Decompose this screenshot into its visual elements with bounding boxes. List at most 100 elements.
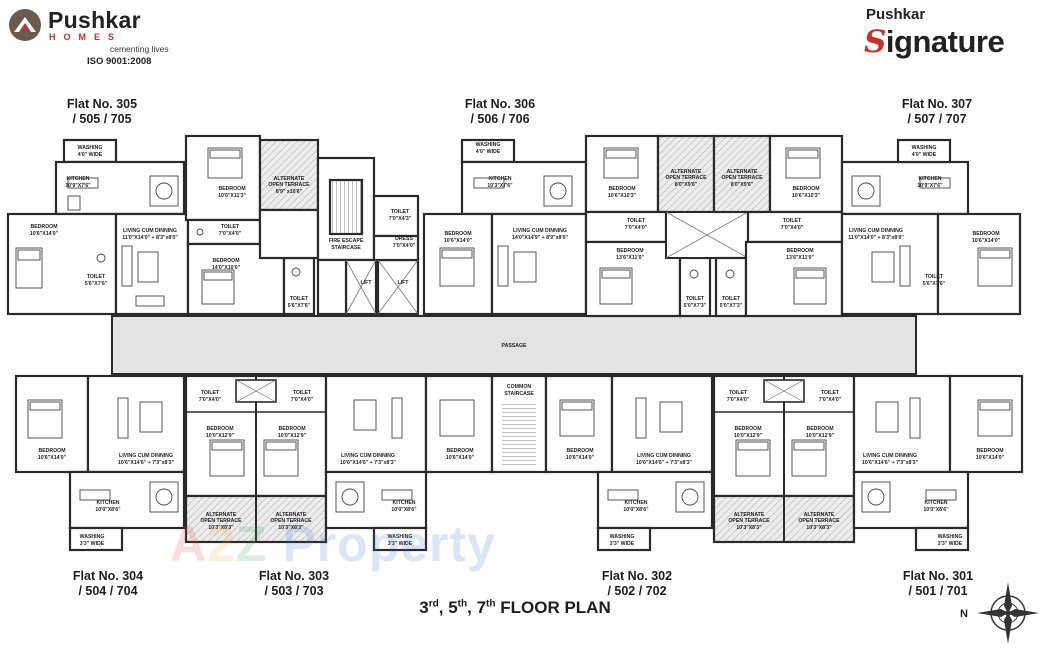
- room-dim: 10'3"X7'6": [487, 183, 513, 189]
- room-dim: 7'0"X4'0": [291, 397, 314, 403]
- room-dim: 13'6"X11'0": [616, 255, 644, 261]
- room-label: TOILET: [391, 209, 410, 215]
- room-label: BEDROOM: [566, 448, 593, 454]
- room-dim: 7'0"X4'0": [625, 225, 648, 231]
- flat-306-furniture: [439, 147, 699, 305]
- room-label: OPEN TERRACE: [721, 175, 763, 181]
- flat-301-furniture: [861, 397, 1013, 513]
- flat-305-furniture: [15, 147, 301, 307]
- room-label: LIVING CUM DINNING: [341, 453, 395, 459]
- passage: [111, 315, 917, 375]
- room-label: OPEN TERRACE: [200, 518, 242, 524]
- room-dim: 3'3" WIDE: [610, 541, 635, 547]
- room-dim: 10'0"X8'6": [623, 507, 649, 513]
- room-label: BEDROOM: [278, 426, 305, 432]
- room-dim: 7'0"X4'0": [393, 243, 416, 249]
- room-dim: 10'9"X7'6": [917, 183, 943, 189]
- core-top: [316, 156, 420, 316]
- room-dim: 10'0"X8'6": [95, 507, 121, 513]
- room-dim: 10'6"X14'0": [566, 455, 595, 461]
- room-dim: 14'0"X14'9" + 8'9"x8'0": [512, 235, 568, 241]
- compass: N: [960, 580, 1044, 648]
- pushkar-signature-logo: Pushkar Signature: [862, 6, 1042, 66]
- room-label: LIVING CUM DINNING: [637, 453, 691, 459]
- room-dim: 5'0"X7'3": [720, 303, 743, 309]
- room-label: WASHING: [476, 142, 501, 148]
- ordinal-suffix: rd: [428, 598, 439, 610]
- room-dim: 10'3"X8'3": [736, 525, 762, 531]
- room-label: WASHING: [938, 534, 963, 540]
- room-label: FIRE ESCAPE: [329, 238, 364, 244]
- room-dim: 5'0"X7'3": [684, 303, 707, 309]
- flat-303-furniture: [209, 397, 413, 513]
- flat-number: Flat No. 304: [72, 569, 144, 583]
- flat-number: Flat No. 307: [901, 97, 973, 111]
- watermark-property: Property: [267, 516, 496, 572]
- room-dim: 7'0"X4'0": [781, 225, 804, 231]
- room-label: ALTERNATE: [276, 512, 307, 518]
- ordinal-suffix: th: [486, 598, 496, 610]
- room-dim: 10'0"X8'6": [923, 507, 949, 513]
- room-label: TOILET: [221, 224, 240, 230]
- room-dim: 10'6"X14'0": [38, 455, 67, 461]
- flat-307-label: Flat No. 307 / 507 / 707: [887, 97, 987, 127]
- flat-sub-numbers: / 503 / 703: [264, 584, 324, 598]
- flat-number: Flat No. 301: [902, 569, 974, 583]
- room-dim: 13'6"X11'0": [786, 255, 814, 261]
- room-dim: 5'6"X7'6": [288, 303, 311, 309]
- flat-sub-numbers: / 502 / 702: [607, 584, 667, 598]
- room-label: LIVING CUM DINNING: [863, 453, 917, 459]
- flat-sub-numbers: / 504 / 704: [78, 584, 138, 598]
- room-dim: 10'0"X12'9": [806, 433, 835, 439]
- room-label: OPEN TERRACE: [270, 518, 312, 524]
- room-label: OPEN TERRACE: [268, 182, 310, 188]
- room-dim: 4'0" WIDE: [78, 152, 103, 158]
- room-dim: 4'0" WIDE: [476, 149, 501, 155]
- floor-number: 3: [419, 598, 429, 617]
- pushkar-homes-logo: Pushkar HOMES cementing lives ISO 9001:2…: [8, 6, 178, 67]
- room-dim: 8'9" x10'6": [276, 189, 303, 195]
- flat-306-plan: [422, 134, 716, 318]
- room-label: OPEN TERRACE: [728, 518, 770, 524]
- room-label: KITCHEN: [96, 500, 119, 506]
- room-dim: 10'6"X14'6" + 7'3"x8'3": [636, 460, 692, 466]
- floor-number: 7: [476, 598, 487, 617]
- flat-number: Flat No. 306: [464, 97, 536, 111]
- room-label: OPEN TERRACE: [798, 518, 840, 524]
- room-dim: 8'0"X9'6": [731, 182, 754, 188]
- flat-305-label: Flat No. 305 / 505 / 705: [52, 97, 152, 127]
- room-dim: 7'0"X4'3": [389, 216, 412, 222]
- room-dim: 10'6"X10'3": [608, 193, 637, 199]
- room-dim: 8'0"X9'6": [675, 182, 698, 188]
- project-brand: Pushkar: [866, 6, 926, 23]
- room-dim: 10'0"X8'6": [391, 507, 417, 513]
- room-dim: 7'0"X4'0": [819, 397, 842, 403]
- room-label: BEDROOM: [972, 231, 999, 237]
- flat-301-label: Flat No. 301 / 501 / 701: [888, 569, 988, 599]
- room-dim: 10'9"X7'6": [65, 183, 91, 189]
- room-label: TOILET: [201, 390, 220, 396]
- flat-307-plan: [712, 134, 1022, 318]
- room-label: BEDROOM: [30, 224, 57, 230]
- room-dim: 10'6"X10'3": [792, 193, 821, 199]
- project-name-tail: ignature: [885, 24, 1005, 59]
- room-label: ALTERNATE: [804, 512, 835, 518]
- room-label: BEDROOM: [792, 186, 819, 192]
- room-label: TOILET: [925, 274, 944, 280]
- room-label: WASHING: [78, 145, 103, 151]
- room-dim: 3'3" WIDE: [938, 541, 963, 547]
- separator: ,: [467, 598, 477, 617]
- flat-303b-bedroom: [424, 374, 494, 474]
- flat-304-furniture: [27, 397, 179, 513]
- watermark-2: 2: [207, 516, 236, 572]
- room-label: LIFT: [361, 280, 373, 286]
- room-label: KITCHEN: [918, 176, 941, 182]
- room-dim: 10'6"X14'6" + 7'3"x8'3": [862, 460, 918, 466]
- flat-number: Flat No. 305: [66, 97, 138, 111]
- room-label: ALTERNATE: [206, 512, 237, 518]
- brand-sub: HOMES: [49, 32, 123, 42]
- room-label: BEDROOM: [806, 426, 833, 432]
- room-label: BEDROOM: [206, 426, 233, 432]
- passage-label: PASSAGE: [502, 343, 528, 349]
